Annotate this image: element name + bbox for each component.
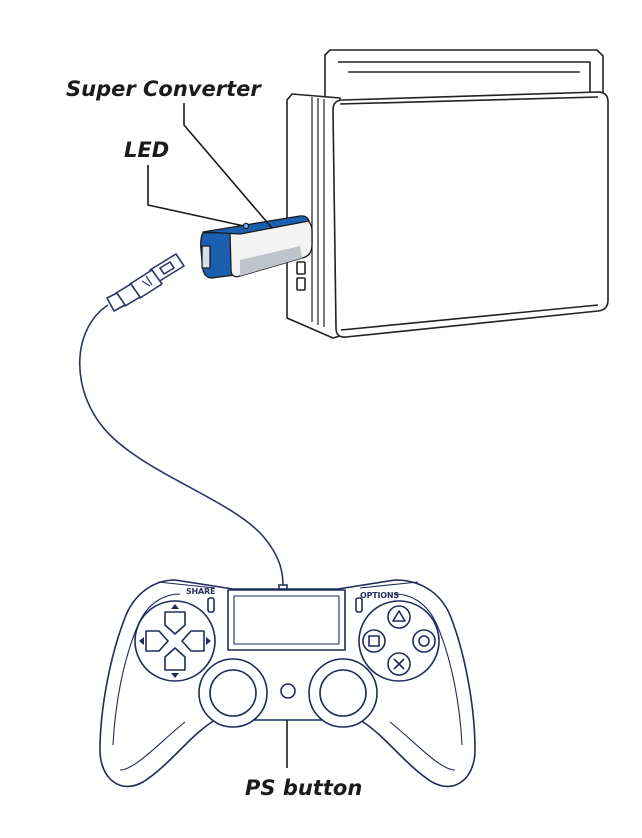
triangle-button: [387, 605, 411, 629]
cross-icon: [393, 658, 405, 670]
dpad-up: [164, 611, 186, 635]
share-label: SHARE: [186, 587, 216, 596]
square-icon: [368, 635, 380, 647]
converter-top-stripe: [202, 215, 310, 235]
dock-groove: [311, 97, 325, 327]
left-stick: [209, 669, 257, 717]
options-button: [355, 597, 363, 613]
dock-front-edge: [339, 96, 599, 331]
dock-usb-port-2: [296, 277, 306, 291]
touchpad: [227, 589, 346, 651]
led-leader: [147, 165, 245, 227]
super-converter-label: Super Converter: [66, 77, 261, 101]
controller-inner-contour: [112, 593, 463, 771]
console-screen-inner: [338, 61, 591, 92]
square-button: [362, 629, 386, 653]
switch-dock: [286, 49, 609, 339]
cable-wire: [79, 304, 284, 587]
right-stick: [319, 669, 367, 717]
face-buttons-well: [358, 600, 440, 682]
ps-button-label: PS button: [245, 776, 363, 800]
dock-usb-port-1: [296, 261, 306, 275]
dock-front-face: [332, 91, 609, 338]
ps-button: [280, 683, 296, 699]
converter-shadow: [240, 246, 302, 276]
lightbar: [157, 581, 419, 589]
triangle-icon: [392, 610, 406, 622]
dock-left-face: [286, 93, 341, 339]
usb-cable: [79, 253, 288, 592]
share-button: [207, 597, 215, 613]
dpad-right: [181, 630, 205, 652]
converter-usb-plug: [201, 245, 211, 269]
circle-button: [412, 629, 436, 653]
converter-led: [242, 222, 250, 230]
led-label: LED: [124, 138, 170, 162]
dualshock-controller: [99, 579, 476, 788]
super-converter-leader: [183, 103, 273, 229]
super-converter-device: [200, 215, 313, 279]
dpad: [139, 604, 211, 678]
touchpad-inner: [233, 595, 340, 645]
dpad-down: [164, 647, 186, 671]
dpad-well: [134, 600, 216, 682]
dpad-left: [145, 630, 169, 652]
options-label: OPTIONS: [360, 591, 399, 600]
circle-icon: [418, 635, 430, 647]
cable-usb-plug: [106, 253, 185, 312]
face-buttons: [362, 605, 436, 676]
